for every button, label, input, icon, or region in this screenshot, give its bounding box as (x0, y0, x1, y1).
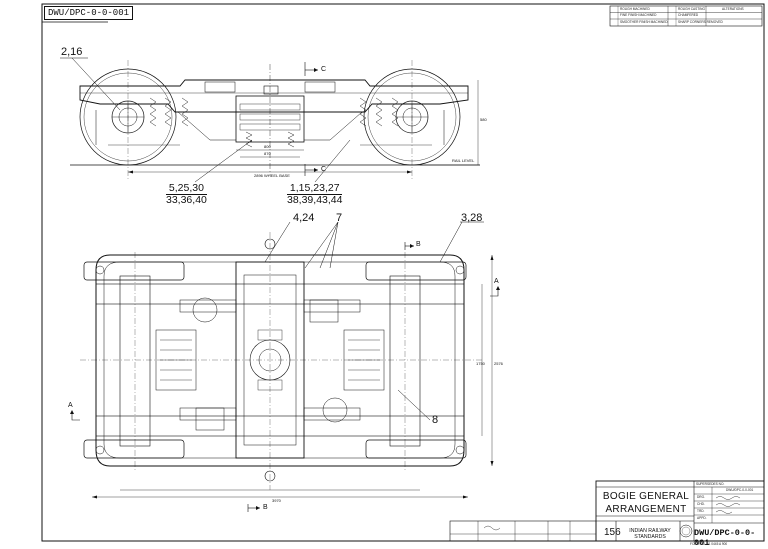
drawing-number-bottom: DWU/DPC-0-0-001 (694, 528, 756, 548)
section-mark-c-bottom: C (321, 166, 327, 173)
legend-sharp-corners: SHARP CORNERS REMOVED (678, 19, 723, 24)
plan-dim-overall: 3970 (272, 498, 281, 503)
callout-2-16: 2,16 (61, 46, 83, 58)
callout-fraction-b-bottom: 38,39,43,44 (287, 194, 343, 207)
section-mark-c-top: C (321, 66, 327, 73)
supersedes-ref: DWU/DPC-0-0-001 (726, 488, 754, 492)
rail-level-label: RAIL LEVEL (452, 158, 475, 163)
plan-dim-width: 2576 (494, 361, 503, 366)
organisation-line-1: INDIAN RAILWAY (629, 528, 671, 534)
side-dim-580: 580 (480, 117, 487, 122)
supersedes-label: SUPERSEDES NO. (696, 482, 725, 486)
callout-fraction-b-top: 1,15,23,27 (287, 182, 343, 196)
plan-view (70, 221, 500, 512)
callout-fraction-b: 1,15,23,27 38,39,43,44 (287, 182, 343, 207)
sig-row-trd: TRD. (697, 509, 705, 513)
legend-alterations: ALTERATIONS (722, 6, 744, 11)
organisation: INDIAN RAILWAY STANDARDS (620, 528, 680, 540)
side-dim-800: 800 (264, 144, 271, 149)
sig-row-chd: CHD. (697, 502, 705, 506)
callout-4-24: 4,24 (293, 212, 315, 224)
drawing-number-top: DWU/DPC-0-0-001 (44, 6, 134, 20)
plan-wheel-tl (83, 261, 185, 281)
section-mark-a-left: A (68, 402, 73, 409)
section-mark-a-right: A (494, 278, 499, 285)
callout-3-28: 3,28 (461, 212, 483, 224)
legend-smoother-finish: SMOOTHER FINISH MACHINED (620, 19, 668, 24)
drawing-title: BOGIE GENERAL ARRANGEMENT (600, 491, 692, 516)
side-dim-870: 870 (264, 151, 271, 156)
drawing-title-line-1: BOGIE GENERAL (602, 491, 690, 502)
sig-row-appd: APPD. (697, 516, 707, 520)
plan-wheel-br (365, 439, 467, 459)
surface-finish-legend (609, 5, 763, 27)
legend-fine-finish: FINE FINISH MACHINED (620, 13, 657, 17)
callout-7: 7 (336, 212, 343, 224)
callout-fraction-a-top: 5,25,30 (166, 182, 207, 196)
section-mark-b-top: B (416, 241, 421, 248)
drawing-title-line-2: ARRANGEMENT (605, 503, 687, 515)
sheet-figure: 156 (604, 527, 621, 538)
section-mark-b-bottom: B (263, 504, 268, 511)
plan-wheel-tr (365, 261, 467, 281)
callout-fraction-a-bottom: 33,36,40 (166, 194, 207, 207)
callout-8: 8 (432, 414, 439, 426)
wheel-base-label: 2896 WHEEL BASE (254, 173, 290, 178)
legend-chamfered: CHAMFERED (678, 13, 699, 17)
legend-rough-casting: ROUGH CASTING (678, 6, 705, 11)
legend-rough-machined: ROUGH MACHINED (620, 6, 650, 11)
organisation-line-2: STANDARDS (634, 534, 666, 541)
form-note: FORM NO. 41 0445 A 900 (690, 542, 728, 546)
side-view (60, 57, 480, 183)
title-block (449, 480, 765, 542)
callout-fraction-a: 5,25,30 33,36,40 (166, 182, 207, 207)
plan-wheel-bl (83, 439, 185, 459)
sig-row-drg: DRG. (697, 495, 705, 499)
plan-dim-centres: 1750 (476, 361, 485, 366)
